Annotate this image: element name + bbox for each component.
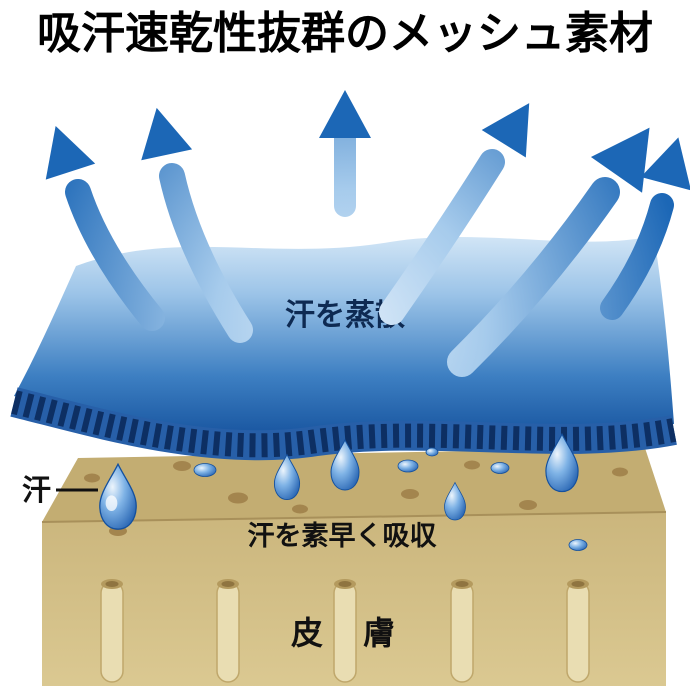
pore (464, 460, 480, 470)
pore (173, 461, 191, 471)
pore (401, 489, 419, 499)
sweat-label: 汗 (22, 474, 51, 507)
pore (519, 500, 537, 510)
sweat-droplet-small (397, 459, 419, 473)
pore (612, 467, 628, 477)
evaporation-arrow-left-outer (30, 117, 165, 331)
sweat-droplet-large (99, 463, 137, 530)
fabric-surface (14, 236, 674, 440)
skin-pores (84, 460, 628, 536)
sweat-channel (333, 579, 357, 683)
evaporation-arrow-right-inner (379, 89, 552, 325)
evaporation-arrow-right-big (447, 109, 676, 377)
evaporation-arrow-center (319, 90, 371, 217)
mesh-fabric-layer: 汗を蒸散 (10, 236, 677, 461)
pore (292, 504, 308, 514)
fabric-fringe-teeth (11, 390, 677, 458)
sweat-channel (100, 579, 124, 683)
evaporation-arrow-right-outer (600, 130, 690, 320)
absorb-label: 汗を素早く吸収 (248, 521, 438, 551)
sweat-channels (100, 579, 590, 683)
sweat-droplet-small (193, 463, 217, 477)
sweat-droplet-small (425, 447, 439, 457)
skin-edge-line (41, 511, 667, 523)
evaporation-arrow-left-inner (131, 102, 253, 343)
sweat-channel (216, 579, 240, 683)
pore (84, 473, 100, 483)
diagram-title: 吸汗速乾性抜群のメッシュ素材 (37, 9, 653, 58)
sweat-droplets (99, 433, 588, 551)
pore (228, 492, 248, 504)
sweat-channel (450, 579, 474, 683)
sweat-droplet-small (568, 539, 588, 551)
skin-label: 皮 膚 (291, 615, 399, 651)
evaporation-arrows (30, 89, 690, 377)
sweat-droplet-small (490, 462, 510, 474)
sweat-channel (566, 579, 590, 683)
